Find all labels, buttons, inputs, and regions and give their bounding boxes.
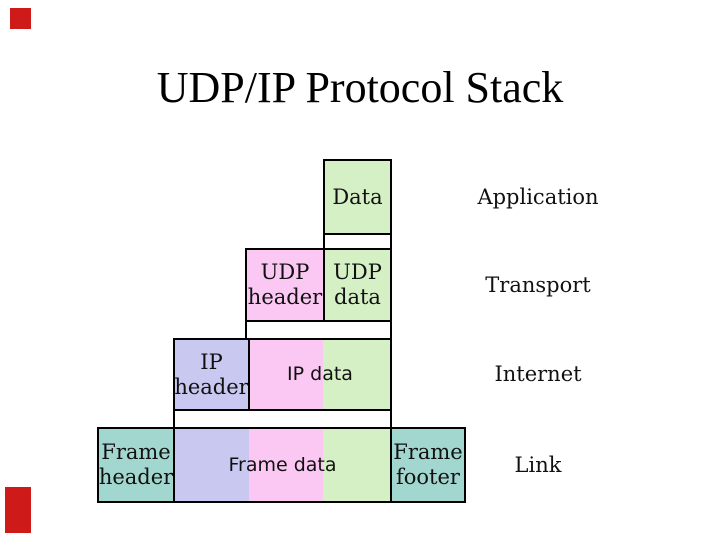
frame-data-ip-header-segment xyxy=(175,429,249,501)
ip-header-box-label: IP header xyxy=(174,349,249,399)
frame-data-udp-header-segment xyxy=(249,429,323,501)
udp-data-box: UDP data xyxy=(323,248,392,322)
ip-data-udp-data-segment xyxy=(323,340,390,409)
connector-transport-internet xyxy=(245,320,392,340)
ip-data-udp-header-segment xyxy=(250,340,323,409)
frame-data-box: Frame data xyxy=(173,427,392,503)
udp-data-box-label: UDP data xyxy=(333,260,382,309)
frame-footer-box-label: Frame footer xyxy=(393,440,463,489)
red-square-decoration-bottom-left xyxy=(5,487,31,533)
udp-header-box: UDP header xyxy=(245,248,325,322)
frame-data-udp-data-segment xyxy=(323,429,390,501)
frame-header-box-label: Frame header xyxy=(98,440,174,489)
frame-header-box: Frame header xyxy=(97,427,175,503)
frame-footer-box: Frame footer xyxy=(390,427,466,503)
layer-label-internet: Internet xyxy=(494,362,582,386)
slide-title: UDP/IP Protocol Stack xyxy=(156,63,564,112)
layer-label-application: Application xyxy=(477,185,599,209)
udp-header-box-label: UDP header xyxy=(247,260,323,309)
connector-internet-link xyxy=(173,409,392,429)
layer-label-transport: Transport xyxy=(485,273,591,297)
data-box-label: Data xyxy=(332,184,383,209)
red-square-decoration-top-left xyxy=(10,8,31,29)
layer-label-link: Link xyxy=(514,453,562,477)
ip-data-box: IP data xyxy=(248,338,392,411)
connector-application-transport xyxy=(323,233,392,250)
ip-data-box-label: IP data xyxy=(287,363,353,386)
ip-header-box: IP header xyxy=(173,338,250,411)
frame-data-box-label: Frame data xyxy=(228,453,337,476)
data-box: Data xyxy=(323,159,392,235)
